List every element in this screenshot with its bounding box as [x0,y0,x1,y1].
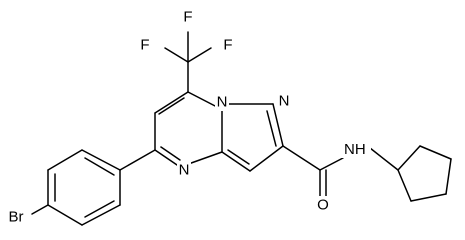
bond-ph-1-2 [81,149,121,171]
bond-ph-1-2-inner [84,157,115,176]
bond-ph-5-6-inner [84,200,115,218]
amide-nitrogen-label: NH [344,141,366,158]
atom-labels: F F F N N N O NH Br [4,8,371,226]
bond-ph-5-6 [81,204,121,226]
bonds [31,31,452,226]
bond-ph-2-3 [47,149,83,171]
bond-cp-1-2 [397,145,421,171]
carbonyl-oxygen-label: O [317,197,329,214]
bromine-label: Br [9,209,24,226]
bond-cp-2-3 [419,145,452,160]
fluorine-left-label: F [140,37,149,54]
molecule-structure: F F F N N N O NH Br [4,8,452,226]
bond-c-f-right [187,47,212,63]
bond-c2-carbonyl [282,145,321,171]
bond-cp-5-1 [397,169,412,202]
bond-c7-c6-inner [158,97,185,115]
bond-ph-br [31,204,49,215]
bond-c-f-left [164,47,189,63]
fluorine-top-label: F [183,9,192,26]
pyrimidine-nitrogen-label: N [179,162,190,179]
bond-c7-c6 [154,91,189,114]
bond-n1-c2 [272,103,284,147]
fluorine-right-label: F [223,37,232,54]
bond-nh-cyclopentyl [369,147,399,171]
pyrazole-nitrogen-label: N [279,93,290,110]
bond-c3-c3a [221,151,251,172]
bond-cp-3-4 [445,158,452,195]
bond-c5-phenyl [119,149,156,171]
bridgehead-nitrogen-label: N [217,94,228,111]
bond-c5-n4-inner [160,146,181,161]
bond-c5-n4 [154,149,181,168]
bond-n1-c2-inner [266,110,277,147]
bond-cp-4-5 [410,193,447,202]
bond-c7-n7a [187,91,220,109]
bond-c3-c3a-inner [227,149,250,165]
bond-ph-4-5 [47,204,83,226]
bond-carbonyl-nh [319,157,344,171]
bond-c2-c3 [249,145,284,172]
